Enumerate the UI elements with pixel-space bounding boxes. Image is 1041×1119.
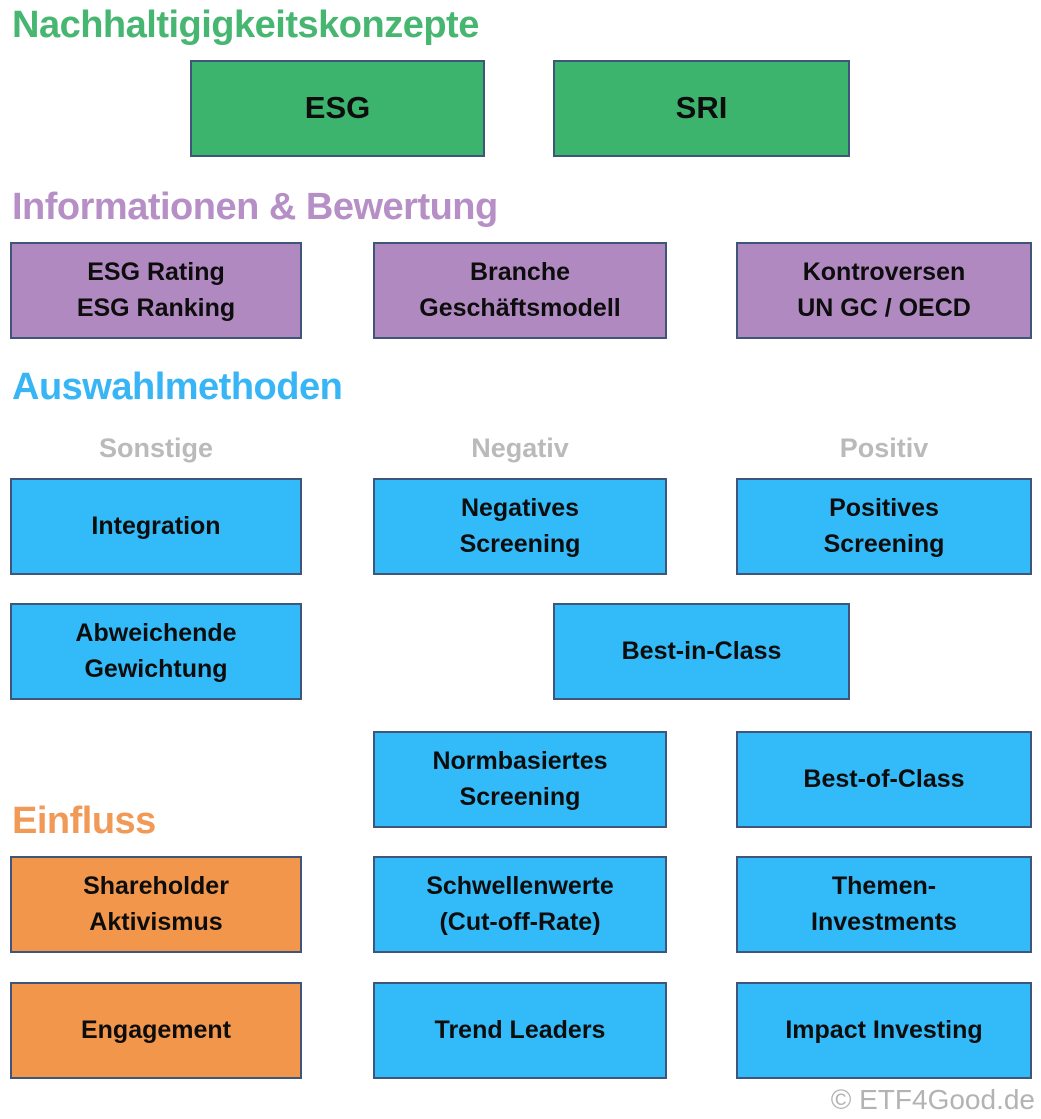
section-heading-methods: Auswahlmethoden <box>12 366 343 408</box>
box-engagement: Engagement <box>10 982 302 1079</box>
section-heading-concepts: Nachhaltigigkeitskonzepte <box>12 4 479 46</box>
watermark-credit: © ETF4Good.de <box>830 1084 1035 1115</box>
box-branche: Branche Geschäftsmodell <box>373 242 667 339</box>
box-schwellenwerte: Schwellenwerte (Cut-off-Rate) <box>373 856 667 953</box>
box-trend-leaders: Trend Leaders <box>373 982 667 1079</box>
column-label-sonstige: Sonstige <box>98 433 213 463</box>
section-heading-influence: Einfluss <box>12 800 156 842</box>
box-positives-screening: Positives Screening <box>736 478 1032 575</box>
box-normbasiertes-screening: Normbasiertes Screening <box>373 731 667 828</box>
box-integration: Integration <box>10 478 302 575</box>
box-kontroversen: Kontroversen UN GC / OECD <box>736 242 1032 339</box>
section-heading-information: Informationen & Bewertung <box>12 186 498 228</box>
box-best-of-class: Best-of-Class <box>736 731 1032 828</box>
column-label-negativ: Negativ <box>471 433 569 463</box>
column-label-positiv: Positiv <box>839 433 929 463</box>
box-abweichende-gewichtung: Abweichende Gewichtung <box>10 603 302 700</box>
box-shareholder-aktivismus: Shareholder Aktivismus <box>10 856 302 953</box>
box-impact-investing: Impact Investing <box>736 982 1032 1079</box>
box-best-in-class: Best-in-Class <box>553 603 850 700</box>
box-sri: SRI <box>553 60 850 157</box>
box-esg: ESG <box>190 60 485 157</box>
box-themen-investments: Themen- Investments <box>736 856 1032 953</box>
box-esg-rating: ESG Rating ESG Ranking <box>10 242 302 339</box>
box-negatives-screening: Negatives Screening <box>373 478 667 575</box>
